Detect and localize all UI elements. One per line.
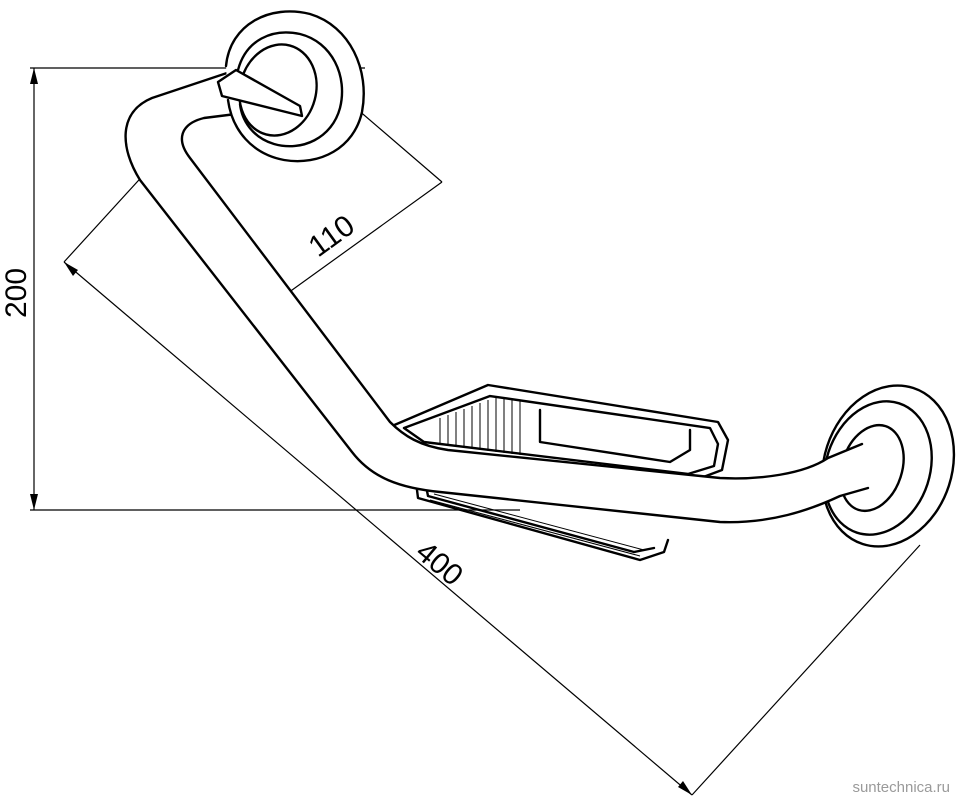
dimension-400-label: 400	[410, 535, 470, 592]
arrow-up-icon	[30, 68, 38, 84]
arrow-down-icon	[30, 494, 38, 510]
watermark: suntechnica.ru	[852, 779, 950, 796]
basket-bottom	[414, 480, 670, 562]
right-flange	[820, 384, 956, 548]
dimension-200-label: 200	[0, 268, 33, 318]
basket-inner-rim	[402, 394, 720, 476]
tube-outer-edge	[124, 68, 870, 524]
basket-inner-frame	[538, 408, 692, 464]
left-flange	[216, 10, 365, 163]
grab-bar-tube	[124, 68, 872, 524]
basket-mesh	[439, 398, 521, 455]
left-flange-rim	[236, 31, 344, 148]
arrow-left-icon	[64, 262, 78, 276]
extension-line-400-b	[691, 544, 921, 796]
dimension-110-label: 110	[303, 209, 361, 264]
tube-left-end	[216, 68, 304, 118]
basket-bottom-mesh	[429, 493, 645, 557]
tube-inner-edge	[180, 104, 864, 480]
dimension-line-400	[63, 261, 693, 796]
arrow-right-icon	[678, 781, 692, 795]
